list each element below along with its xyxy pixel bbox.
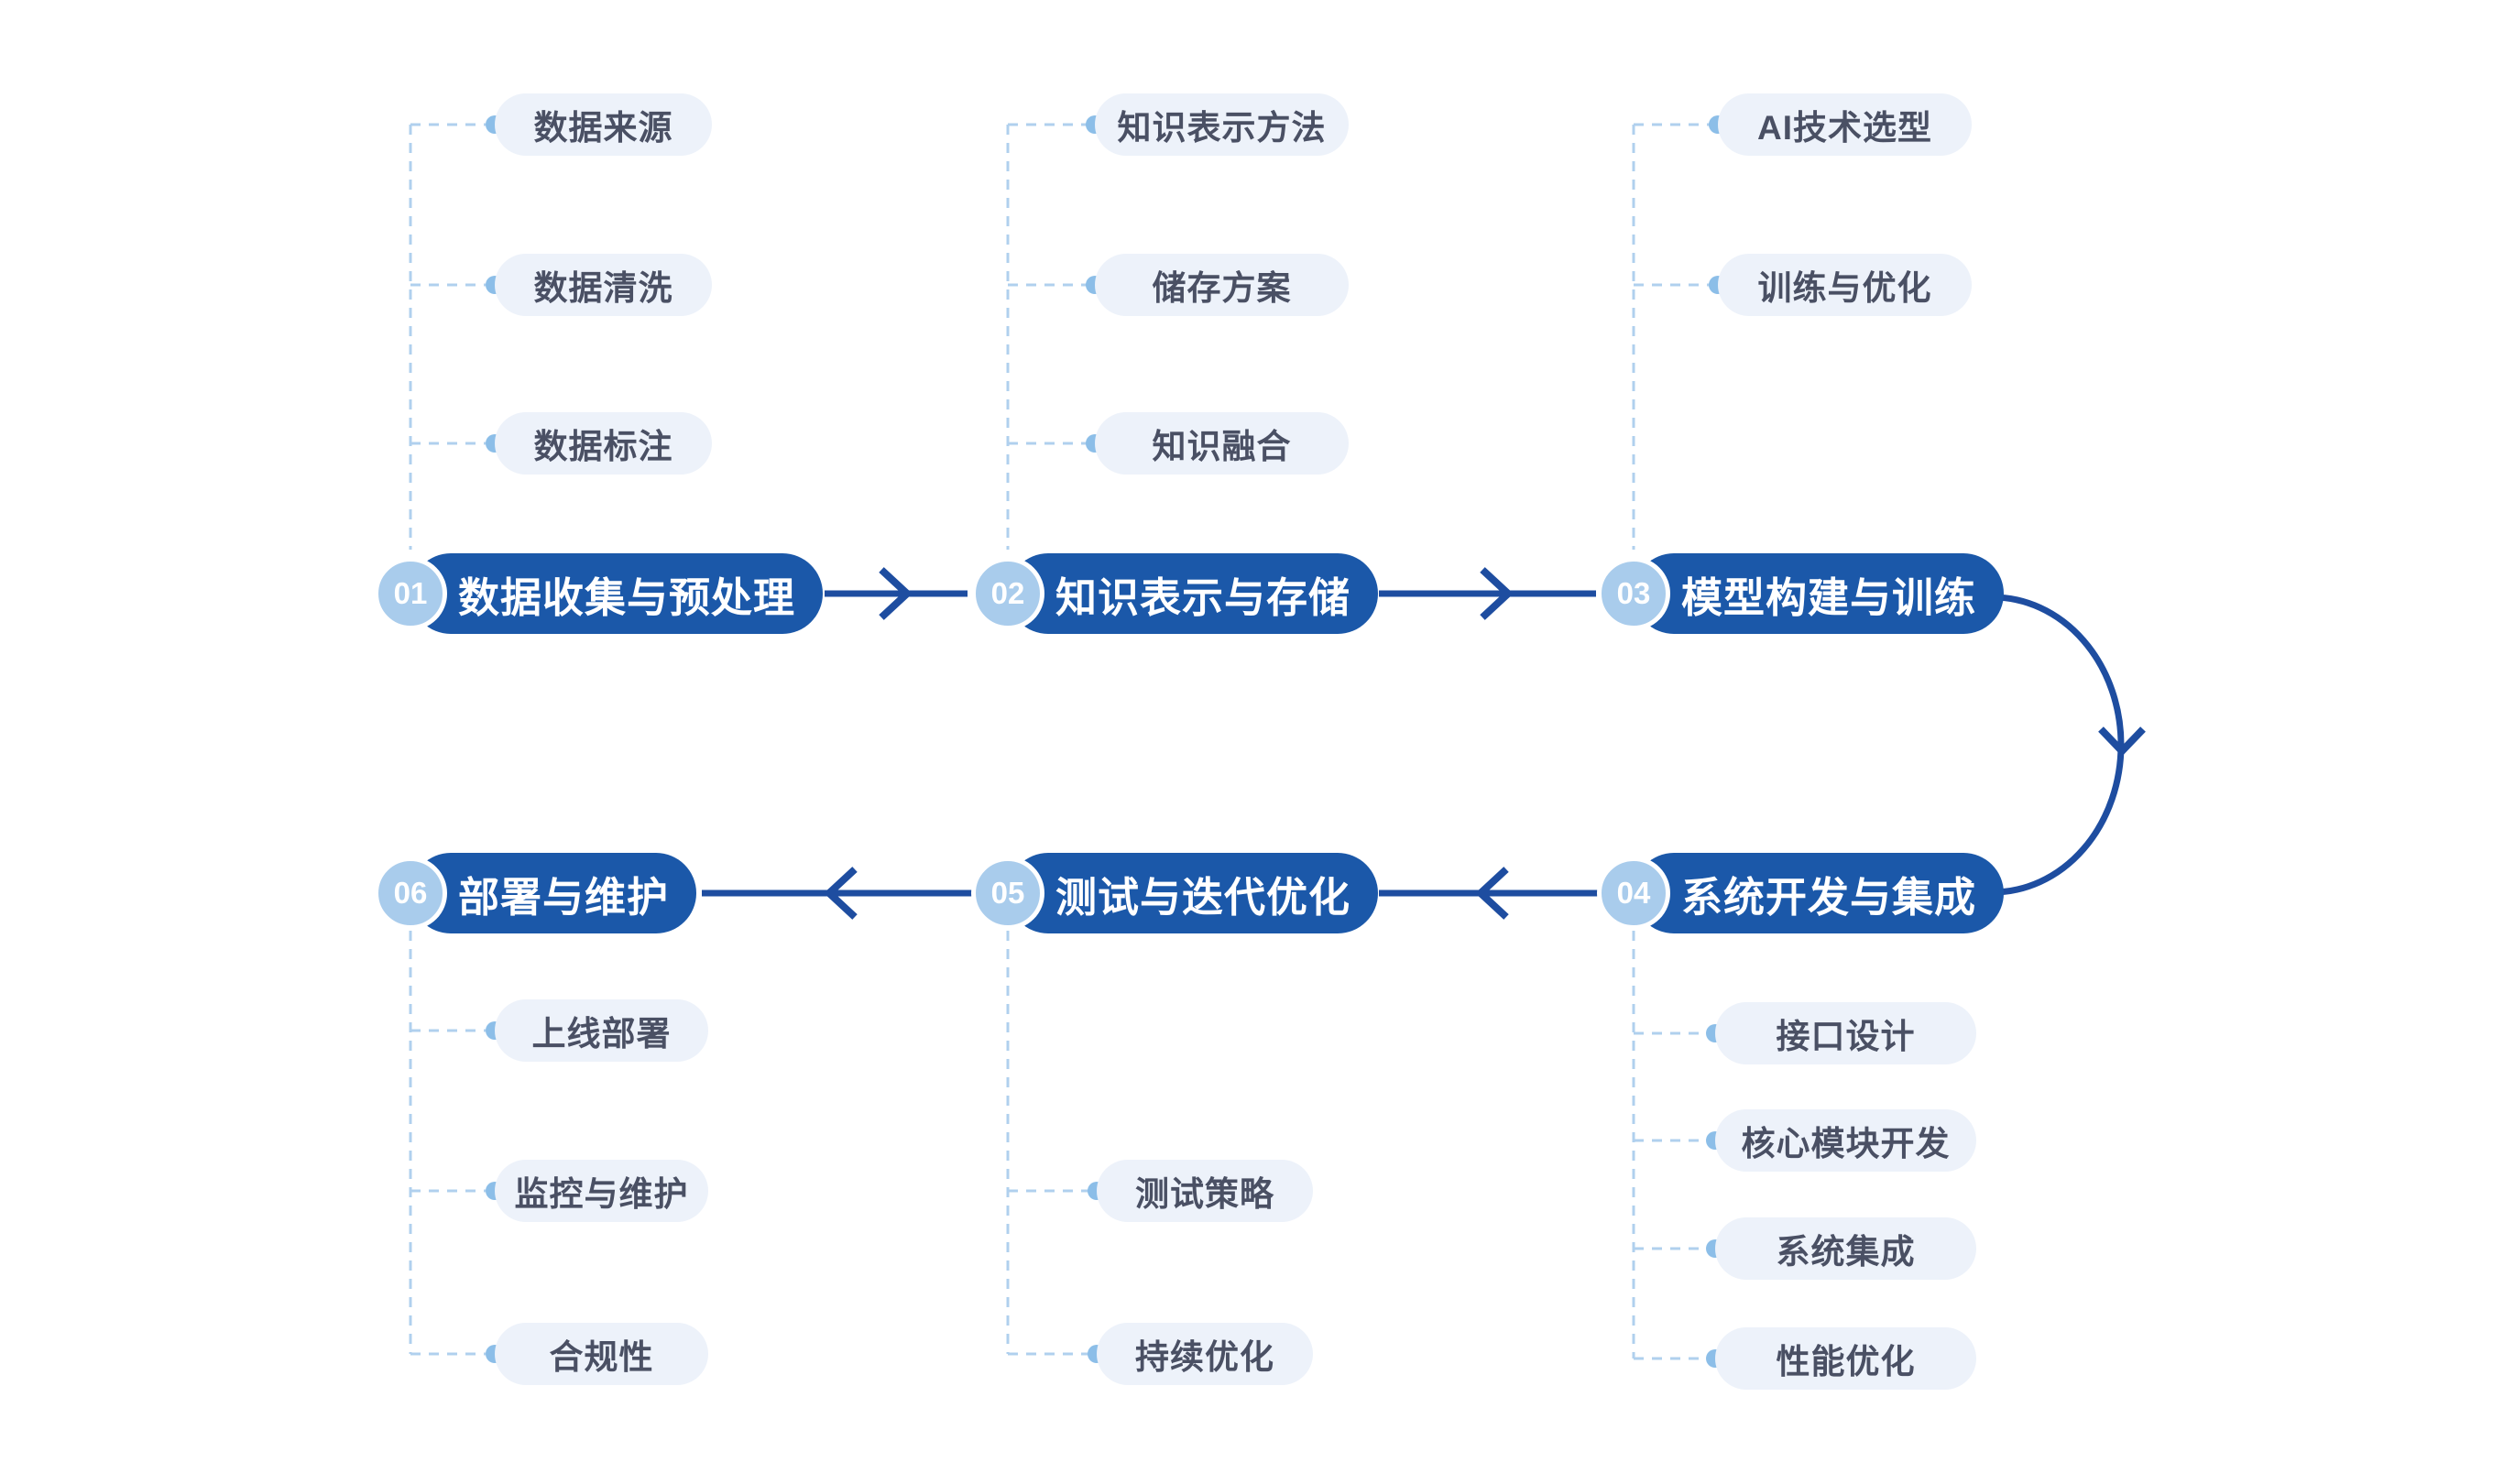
dashed-connectors-stage-06 — [409, 931, 486, 1356]
stage-title: 知识表示与存储 — [1055, 573, 1351, 621]
stage-number: 01 — [393, 576, 428, 610]
stage-number: 02 — [990, 576, 1025, 610]
subitem-data-cleaning[interactable]: 数据清洗 — [495, 254, 712, 316]
subitem-training-optimization[interactable]: 训练与优化 — [1718, 254, 1972, 316]
arrowhead-right-icon — [1480, 567, 1514, 620]
flow-arrows — [702, 567, 2146, 920]
subitem-data-labeling[interactable]: 数据标注 — [495, 412, 712, 475]
stage-node-04[interactable]: 系统开发与集成 — [1634, 853, 2005, 933]
stage-title: 系统开发与集成 — [1681, 873, 1977, 921]
subitem-core-module-dev[interactable]: 核心模块开发 — [1715, 1109, 1976, 1172]
arrowhead-down-icon — [2098, 726, 2146, 757]
stage-title: 测试与迭代优化 — [1055, 873, 1351, 921]
dashed-connectors-stage-04 — [1632, 931, 1707, 1360]
arrowhead-left-icon — [1475, 867, 1509, 920]
stage-number-badge-05: 05 — [971, 857, 1044, 930]
subitem-data-source[interactable]: 数据来源 — [495, 93, 712, 156]
dashed-connectors-stage-03 — [1632, 123, 1710, 550]
subitem-test-strategy[interactable]: 测试策略 — [1097, 1160, 1313, 1222]
stage-number: 05 — [990, 876, 1025, 910]
stage-node-03[interactable]: 模型构建与训练 — [1634, 553, 2005, 634]
stage-node-01[interactable]: 数据收集与预处理 — [410, 553, 824, 634]
stage-number: 06 — [393, 876, 428, 910]
stage-number-badge-03: 03 — [1597, 557, 1670, 630]
stage-title: 部署与维护 — [458, 873, 670, 921]
subitem-system-integration[interactable]: 系统集成 — [1715, 1217, 1976, 1280]
subitem-performance-optimization[interactable]: 性能优化 — [1715, 1327, 1976, 1390]
stage-number-badge-06: 06 — [374, 857, 447, 930]
stage-node-02[interactable]: 知识表示与存储 — [1008, 553, 1379, 634]
dashed-connectors-stage-01 — [409, 123, 486, 550]
stage-number: 03 — [1616, 576, 1651, 610]
subitem-interface-design[interactable]: 接口设计 — [1715, 1002, 1976, 1064]
subitem-compliance[interactable]: 合规性 — [495, 1323, 708, 1385]
subitem-continuous-optimization[interactable]: 持续优化 — [1097, 1323, 1313, 1385]
subitem-monitoring-maintenance[interactable]: 监控与维护 — [495, 1160, 708, 1222]
subitem-knowledge-fusion[interactable]: 知识融合 — [1095, 412, 1349, 475]
stage-node-06[interactable]: 部署与维护 — [410, 853, 697, 933]
stage-number-badge-04: 04 — [1597, 857, 1670, 930]
arrowhead-left-icon — [824, 867, 858, 920]
arrowhead-right-icon — [879, 567, 913, 620]
dashed-connectors-stage-05 — [1006, 931, 1088, 1356]
dashed-connectors-stage-02 — [1006, 123, 1087, 550]
curve-connector-03-04 — [1992, 594, 2125, 896]
stage-title: 数据收集与预处理 — [458, 573, 796, 621]
subitem-ai-tech-selection[interactable]: AI技术选型 — [1718, 93, 1972, 156]
stage-number: 04 — [1616, 876, 1651, 910]
subitem-launch-deployment[interactable]: 上线部署 — [495, 999, 708, 1062]
stage-number-badge-02: 02 — [971, 557, 1044, 630]
stage-number-badge-01: 01 — [374, 557, 447, 630]
stage-node-05[interactable]: 测试与迭代优化 — [1008, 853, 1379, 933]
subitem-storage-plan[interactable]: 储存方案 — [1095, 254, 1349, 316]
subitem-knowledge-representation[interactable]: 知识表示方法 — [1095, 93, 1349, 156]
stage-title: 模型构建与训练 — [1681, 573, 1977, 621]
